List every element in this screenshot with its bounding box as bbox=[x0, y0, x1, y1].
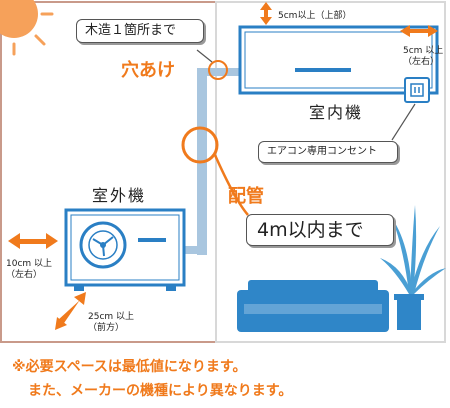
outdoor-front-clearance-1: 25cm 以上 bbox=[88, 312, 135, 322]
outdoor-unit bbox=[64, 208, 186, 291]
outdoor-side-clearance-2: （左右） bbox=[6, 270, 43, 280]
outlet-callout: エアコン専用コンセント bbox=[258, 141, 398, 163]
piping-length: 4m以内まで bbox=[257, 219, 364, 241]
note-line-2: また、メーカーの機種により異なります。 bbox=[28, 383, 293, 399]
plant-icon bbox=[380, 205, 446, 330]
wall-hole-circle bbox=[208, 60, 228, 80]
sofa-icon bbox=[237, 280, 389, 332]
outdoor-front-clearance-2: （前方） bbox=[88, 323, 125, 333]
wall-limit-label: 木造１箇所まで bbox=[85, 23, 177, 38]
indoor-side-clearance-2: （左右） bbox=[403, 57, 440, 67]
outlet-label: エアコン専用コンセント bbox=[267, 146, 377, 157]
wall-limit-callout: 木造１箇所まで bbox=[76, 19, 204, 43]
outdoor-side-clearance-arrow bbox=[8, 233, 58, 249]
indoor-top-clearance: 5cm以上（上部） bbox=[278, 11, 352, 21]
sun-icon bbox=[0, 0, 54, 56]
outdoor-unit-title: 室外機 bbox=[92, 186, 147, 205]
top-clearance-arrow bbox=[260, 2, 272, 25]
piping-highlight-circle bbox=[181, 126, 219, 164]
right-clearance-arrow bbox=[400, 25, 438, 37]
indoor-room-frame bbox=[215, 1, 446, 343]
piping-label: 配管 bbox=[228, 186, 264, 207]
indoor-side-clearance-1: 5cm 以上 bbox=[403, 46, 444, 56]
hole-label: 穴あけ bbox=[121, 60, 175, 81]
note-line-1: ※必要スペースは最低値になります。 bbox=[12, 359, 247, 375]
outlet-icon bbox=[404, 77, 430, 103]
piping-length-callout: 4m以内まで bbox=[246, 214, 394, 246]
indoor-unit-title: 室内機 bbox=[309, 103, 364, 122]
pipe-horizontal-bottom bbox=[183, 246, 207, 254]
outdoor-wall-frame bbox=[0, 1, 217, 343]
outdoor-front-clearance-arrow bbox=[55, 292, 86, 330]
pipe-horizontal-top bbox=[197, 68, 249, 76]
outdoor-side-clearance-1: 10cm 以上 bbox=[6, 259, 53, 269]
